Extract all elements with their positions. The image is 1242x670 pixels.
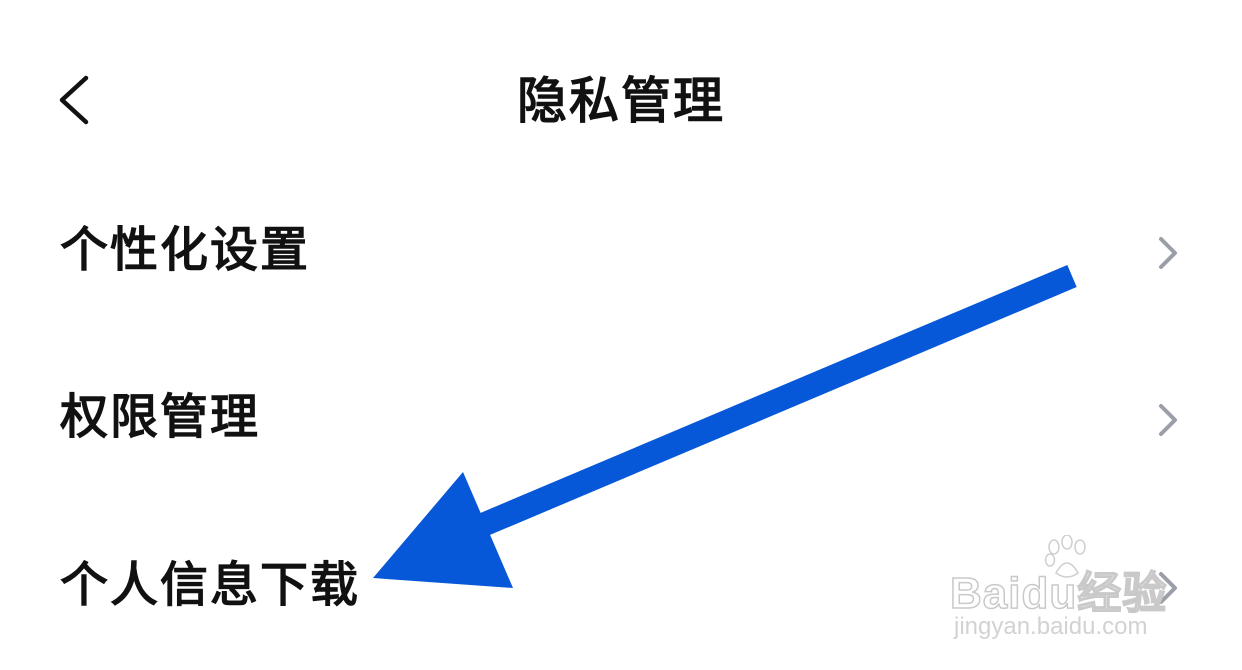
top-bar: 隐私管理	[0, 0, 1242, 200]
back-button[interactable]	[40, 60, 120, 140]
chevron-left-icon	[59, 75, 89, 125]
chevron-right-icon	[1148, 233, 1188, 273]
menu-item-label: 个性化设置	[60, 222, 311, 278]
menu-item-label: 个人信息下载	[60, 557, 361, 613]
chevron-right-icon	[1148, 400, 1188, 440]
menu-item-personal-info-download[interactable]: 个人信息下载	[0, 510, 1242, 660]
page-title: 隐私管理	[517, 72, 725, 130]
menu-item-personalization[interactable]: 个性化设置	[0, 175, 1242, 325]
chevron-right-icon	[1148, 568, 1188, 608]
menu-item-permissions[interactable]: 权限管理	[0, 342, 1242, 492]
menu-item-label: 权限管理	[60, 389, 261, 445]
